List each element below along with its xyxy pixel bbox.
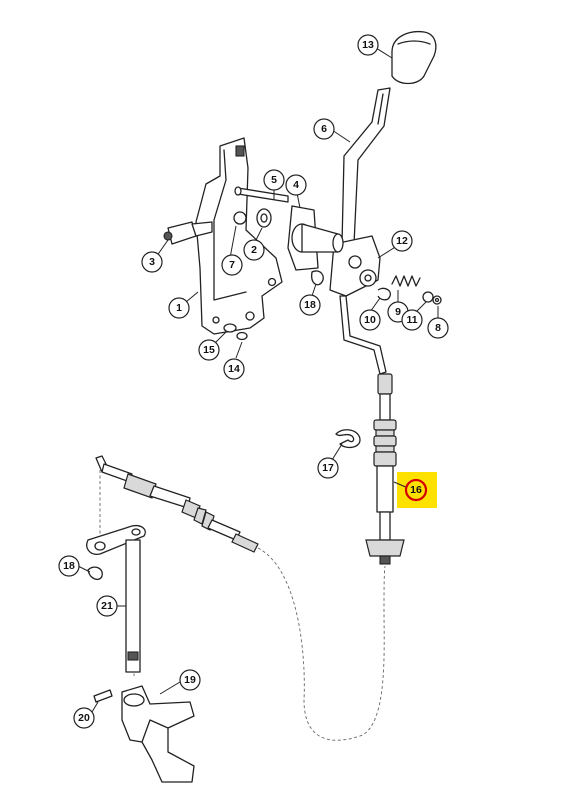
callout-17[interactable]: 17 [317, 457, 339, 479]
callout-16[interactable]: 16 [404, 478, 428, 502]
callout-4[interactable]: 4 [285, 174, 307, 196]
svg-text:3: 3 [149, 256, 155, 268]
gear-lever [341, 87, 391, 245]
svg-text:9: 9 [395, 306, 401, 318]
callout-21[interactable]: 21 [96, 595, 118, 617]
cable-route [257, 547, 386, 741]
svg-text:15: 15 [203, 344, 215, 356]
callout-6[interactable]: 6 [313, 118, 335, 140]
bolt-part [234, 186, 289, 203]
callout-8[interactable]: 8 [427, 317, 449, 339]
svg-text:10: 10 [364, 314, 376, 326]
upper-clip [311, 270, 324, 286]
lower-clip [87, 566, 103, 581]
callout-18-upper[interactable]: 18 [299, 294, 321, 316]
nut-14-part [236, 331, 248, 341]
washer-15-part [223, 323, 237, 333]
spring-assembly [391, 275, 442, 305]
gear-knob [391, 30, 437, 85]
selector-fork [121, 685, 195, 783]
switch-part [163, 221, 213, 245]
callout-19[interactable]: 19 [179, 669, 201, 691]
svg-text:18: 18 [304, 299, 316, 311]
selector-shaft [125, 539, 141, 673]
callout-11[interactable]: 11 [401, 309, 423, 331]
lower-cable-end [95, 455, 259, 553]
svg-text:21: 21 [101, 600, 113, 612]
svg-text:12: 12 [396, 235, 408, 247]
callout-15[interactable]: 15 [198, 339, 220, 361]
svg-text:19: 19 [184, 674, 196, 686]
callout-14[interactable]: 14 [223, 358, 245, 380]
lever-pivot-plate [329, 235, 381, 297]
pivot-housing [287, 205, 344, 271]
lever-rod [339, 295, 387, 375]
svg-text:14: 14 [228, 363, 240, 375]
callout-3[interactable]: 3 [141, 251, 163, 273]
svg-text:5: 5 [271, 174, 277, 186]
svg-text:2: 2 [251, 244, 257, 256]
callout-7[interactable]: 7 [221, 254, 243, 276]
svg-text:4: 4 [293, 179, 299, 191]
crank-arm [86, 524, 146, 555]
svg-text:16: 16 [410, 484, 422, 496]
gear-cable [365, 373, 405, 565]
callout-2[interactable]: 2 [243, 239, 265, 261]
svg-text:13: 13 [362, 39, 374, 51]
svg-text:11: 11 [406, 314, 417, 326]
svg-text:8: 8 [435, 322, 441, 334]
callout-12[interactable]: 12 [391, 230, 413, 252]
callout-1[interactable]: 1 [168, 297, 190, 319]
cable-clip [335, 429, 361, 449]
svg-text:18: 18 [63, 560, 75, 572]
svg-text:6: 6 [321, 123, 327, 135]
callout-5[interactable]: 5 [263, 169, 285, 191]
svg-text:17: 17 [322, 462, 334, 474]
callout-18-lower[interactable]: 18 [58, 555, 80, 577]
roll-pin [93, 689, 113, 703]
callout-13[interactable]: 13 [357, 34, 379, 56]
svg-text:7: 7 [229, 259, 235, 271]
washer-part [256, 208, 272, 228]
callout-10[interactable]: 10 [359, 309, 381, 331]
clip-part [377, 287, 391, 301]
mounting-bracket [195, 137, 283, 335]
callout-20[interactable]: 20 [73, 707, 95, 729]
svg-text:1: 1 [176, 302, 182, 314]
svg-text:20: 20 [78, 712, 90, 724]
